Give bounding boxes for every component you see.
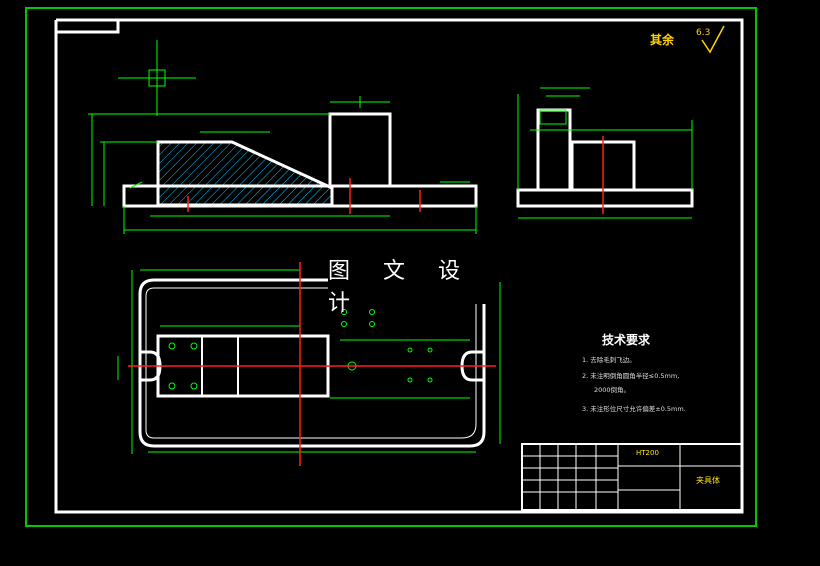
requirement-item: 3. 未注形位尺寸允许偏差±0.5mm. — [582, 405, 686, 413]
surface-roughness-value: 6.3 — [696, 28, 711, 38]
watermark-band: 图 文 设 计 — [328, 259, 488, 316]
upright-block — [328, 112, 392, 188]
outer-frame — [25, 7, 757, 527]
top-centerlines — [128, 262, 496, 466]
technical-requirements-title: 技术要求 — [602, 333, 651, 347]
title-block-material: HT200 — [636, 449, 659, 457]
surface-note-label: 其余 — [650, 33, 675, 47]
watermark-text: 图 文 设 计 — [328, 259, 473, 316]
base-plate — [122, 184, 478, 208]
side-view — [516, 87, 694, 219]
requirement-item: 2. 未注明倒角圆角半径≤0.5mm, — [582, 372, 680, 380]
center-marker — [118, 40, 196, 116]
front-view — [88, 40, 478, 234]
roughness-symbol — [701, 25, 725, 54]
front-dimensions — [88, 96, 477, 234]
inner-frame — [54, 18, 744, 514]
title-block — [521, 443, 743, 511]
section-hatch — [156, 140, 334, 207]
requirement-item: 1. 去除毛刺飞边。 — [582, 356, 636, 364]
requirement-item: 2000倒角。 — [594, 386, 631, 394]
front-centerlines — [187, 178, 421, 214]
title-block-part-name: 夹具体 — [696, 476, 720, 485]
